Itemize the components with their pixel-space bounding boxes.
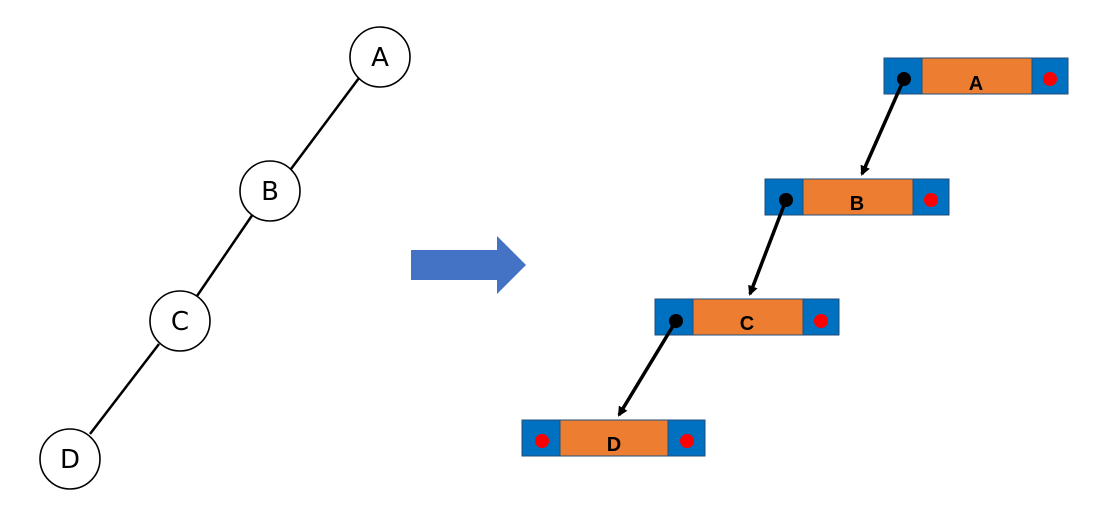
pointer-dot — [669, 314, 683, 328]
tree-node-label: C — [171, 307, 189, 337]
null-dot — [814, 314, 828, 328]
list-node-d: D — [521, 419, 706, 457]
data-cell — [559, 419, 669, 457]
tree-edge-b-c — [195, 213, 255, 297]
data-cell — [802, 178, 914, 216]
right-arrow-icon — [411, 236, 526, 294]
pointer-arrow — [617, 320, 678, 417]
right-link-cell — [1031, 57, 1069, 95]
tree-node-a: A — [349, 26, 411, 88]
tree-node-label: D — [60, 445, 80, 475]
list-node-label: C — [740, 313, 754, 335]
list-node-a: A — [860, 57, 1069, 176]
null-dot — [924, 193, 938, 207]
tree-node-d: D — [39, 428, 101, 490]
list-node-b: B — [748, 178, 950, 296]
pointer-arrow — [860, 78, 906, 176]
null-dot — [535, 434, 549, 448]
list-node-c: C — [617, 298, 840, 417]
list-node-label: B — [850, 193, 864, 215]
pointer-dot — [779, 193, 793, 207]
list-node-label: A — [969, 73, 983, 95]
tree-edge-a-b — [289, 77, 361, 170]
linked-list-diagram: A B C D — [521, 57, 1069, 457]
tree-node-label: B — [261, 177, 279, 207]
pointer-dot — [897, 72, 911, 86]
null-dot — [680, 434, 694, 448]
pointer-arrow — [748, 199, 788, 296]
data-cell — [921, 57, 1033, 95]
tree-edge-c-d — [89, 343, 160, 435]
tree-node-label: A — [371, 43, 389, 73]
list-node-label: D — [607, 434, 621, 456]
null-dot — [1043, 72, 1057, 86]
tree-diagram: A B C D — [39, 26, 411, 490]
tree-node-b: B — [239, 160, 301, 222]
right-link-cell — [667, 419, 706, 457]
tree-node-c: C — [149, 290, 211, 352]
